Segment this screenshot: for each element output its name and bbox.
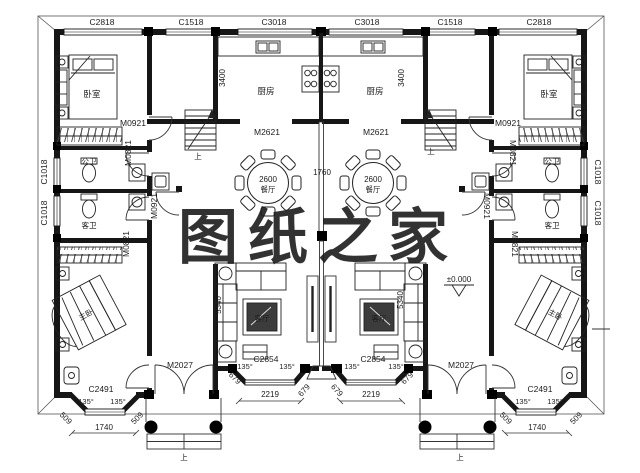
room-label-dining-right: 餐厅: [366, 185, 381, 194]
dim-679-center-right: 679: [329, 382, 345, 398]
window-label-c1018-right-2: C1018: [593, 200, 603, 225]
window-label-c1018-left-2: C1018: [39, 200, 49, 225]
porch-up-left: 上: [180, 453, 188, 462]
master-bedroom-furniture: [51, 246, 127, 385]
window-label-c2491-left: C2491: [88, 384, 113, 394]
center-party-wall: [300, 27, 610, 380]
window-label-c1018-left-1: C1018: [39, 159, 49, 184]
window-label-c2491-right: C2491: [527, 384, 552, 394]
room-label-bedroom-right: 卧室: [540, 89, 558, 99]
dim-3400-left: 3400: [218, 69, 227, 87]
room-label-public-bath-left: 公卫: [82, 157, 97, 166]
dining-table: [234, 149, 302, 217]
dim-509-left-1: 509: [58, 410, 74, 426]
door-label-m0821-left-2: M0821: [121, 231, 131, 257]
dining-size-right: 2600: [364, 175, 382, 184]
dim-5340-right: 5340: [396, 291, 405, 309]
angle-135-corner-left-1: 135°: [78, 397, 94, 406]
door-label-m2027-right: M2027: [448, 360, 474, 370]
angle-135-corner-right-1: 135°: [515, 397, 531, 406]
level-marker: [444, 284, 474, 297]
bedroom-furniture: [54, 54, 123, 146]
window-label-c2818-right: C2818: [526, 17, 551, 27]
porch-up-right: 上: [456, 453, 464, 462]
dim-679-outer-right: 679: [399, 370, 415, 386]
stair-up-left: 上: [194, 152, 202, 161]
angle-135-corner-left-2: 135°: [110, 397, 126, 406]
window-midlines: [56, 31, 312, 413]
room-label-guest-bath-left: 客卫: [82, 220, 97, 230]
dim-2219-right: 2219: [362, 390, 380, 399]
dimension-lines: [68, 397, 305, 437]
center-pier: [306, 365, 337, 380]
bathroom-fixtures: [80, 157, 170, 219]
window-label-c1018-right-1: C1018: [593, 159, 603, 184]
living-room-furniture: [214, 262, 287, 363]
room-label-guest-bath-right: 客卫: [545, 220, 560, 230]
watermark-text: 图纸之家: [178, 204, 458, 271]
level-label: ±0.000: [447, 275, 472, 284]
dim-509-right-1: 509: [498, 410, 514, 426]
room-label-living-left: 客厅: [255, 313, 270, 323]
kitchen-fixtures: [217, 36, 320, 93]
room-label-master-left: 主卧: [77, 306, 95, 322]
angle-135-bay-right-1: 135°: [344, 362, 360, 371]
dim-1740-right: 1740: [528, 423, 546, 432]
dim-5340-left: 5340: [214, 296, 223, 314]
door-label-m2621-right: M2621: [363, 127, 389, 137]
angle-135-corner-right-2: 135°: [547, 397, 563, 406]
door-label-m2027-left: M2027: [167, 360, 193, 370]
angle-135-bay-right-2: 135°: [388, 362, 404, 371]
dining-size-left: 2600: [259, 175, 277, 184]
door-label-m0821-left-1: M0821: [123, 140, 133, 166]
door-label-m2621-left: M2621: [254, 127, 280, 137]
door-label-m0921-top-left: M0921: [120, 118, 146, 128]
room-label-kitchen-right: 厨房: [366, 86, 383, 96]
labels: C2818 C1518 C3018 C3018 C1518 C2818 C101…: [39, 17, 603, 462]
door-label-m0821-right-1: M0821: [508, 140, 518, 166]
door-label-m0821-right-2: M0821: [510, 231, 520, 257]
dim-1740-left: 1740: [95, 423, 113, 432]
door-label-m0921-mid-right: M0921: [482, 193, 492, 219]
dim-509-right-2: 509: [568, 410, 584, 426]
window-label-c3018-right: C3018: [354, 17, 379, 27]
door-label-m0921-top-right: M0921: [495, 118, 521, 128]
window-label-c3018-left: C3018: [261, 17, 286, 27]
dim-679-center-left: 679: [296, 382, 312, 398]
eave-outline: [37, 15, 605, 415]
dim-2219-left: 2219: [261, 390, 279, 399]
window-label-c1518-right: C1518: [437, 17, 462, 27]
entry-porch: [144, 398, 223, 450]
angle-135-bay-left-1: 135°: [237, 362, 253, 371]
room-label-kitchen-left: 厨房: [257, 86, 274, 96]
window-label-c2854-right: C2854: [360, 354, 385, 364]
window-label-c2854-left: C2854: [253, 354, 278, 364]
door-label-m0921-mid-left: M0921: [149, 193, 159, 219]
interior-walls: [56, 33, 319, 398]
tv-feature-wall: [306, 275, 337, 343]
angle-135-bay-left-2: 135°: [279, 362, 295, 371]
stair-up-right: 上: [427, 147, 435, 156]
room-label-living-right: 客厅: [372, 313, 387, 323]
room-label-bedroom-left: 卧室: [83, 89, 101, 99]
room-label-public-bath-right: 公卫: [545, 157, 560, 166]
staircase: [184, 109, 217, 151]
window-label-c1518-left: C1518: [178, 17, 203, 27]
dim-1760: 1760: [313, 168, 331, 177]
dim-509-left-2: 509: [129, 410, 145, 426]
dim-3400-right: 3400: [397, 69, 406, 87]
room-label-dining-left: 餐厅: [261, 185, 276, 194]
window-label-c2818-left: C2818: [89, 17, 114, 27]
